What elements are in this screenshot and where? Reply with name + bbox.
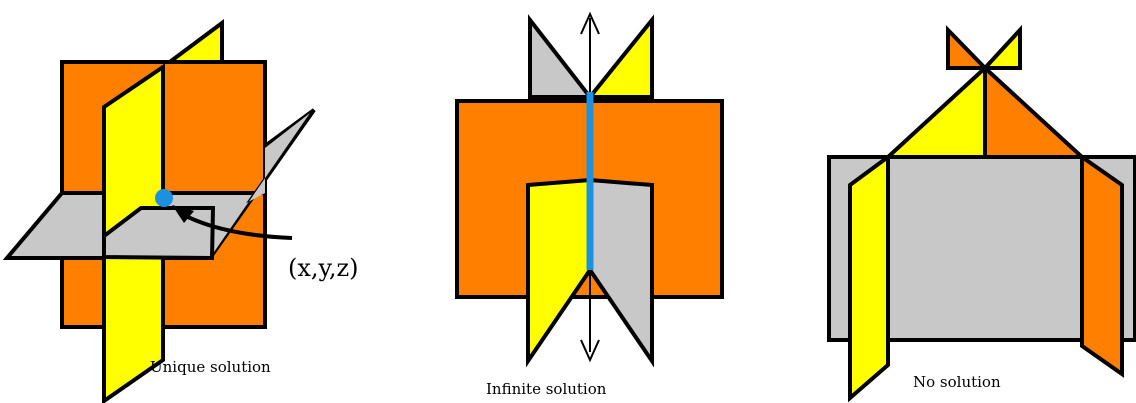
- arrowhead-bottom: [580, 339, 600, 363]
- caption-no-solution: No solution: [913, 373, 1001, 391]
- point-label: (x,y,z): [288, 254, 359, 282]
- gray-plane-fill: [150, 113, 310, 255]
- yellow-plane-back: [585, 14, 654, 99]
- gray-plane-front: [588, 177, 654, 368]
- yellow-plane-front: [526, 177, 592, 368]
- orange-plane-wall: [1080, 153, 1124, 378]
- caption-unique-solution: Unique solution: [150, 358, 271, 376]
- gray-plane-back: [528, 14, 595, 99]
- caption-infinite-solution: Infinite solution: [486, 380, 607, 398]
- yellow-plane-roof: [882, 63, 987, 159]
- yellow-plane-wall: [848, 153, 890, 403]
- orange-plane-top: [946, 25, 990, 70]
- pointer-arrowhead: [172, 205, 194, 223]
- arrowhead-top: [580, 11, 600, 35]
- pointer-arrow: [179, 211, 293, 240]
- orange-plane-roof: [983, 63, 1088, 159]
- intersection-point: [155, 189, 173, 207]
- panel-unique-solution: (x,y,z) Unique solution: [2, 19, 359, 403]
- panel-infinite-solution: Infinite solution: [455, 11, 724, 398]
- panel-no-solution: No solution: [827, 24, 1136, 403]
- yellow-plane-top: [980, 24, 1022, 70]
